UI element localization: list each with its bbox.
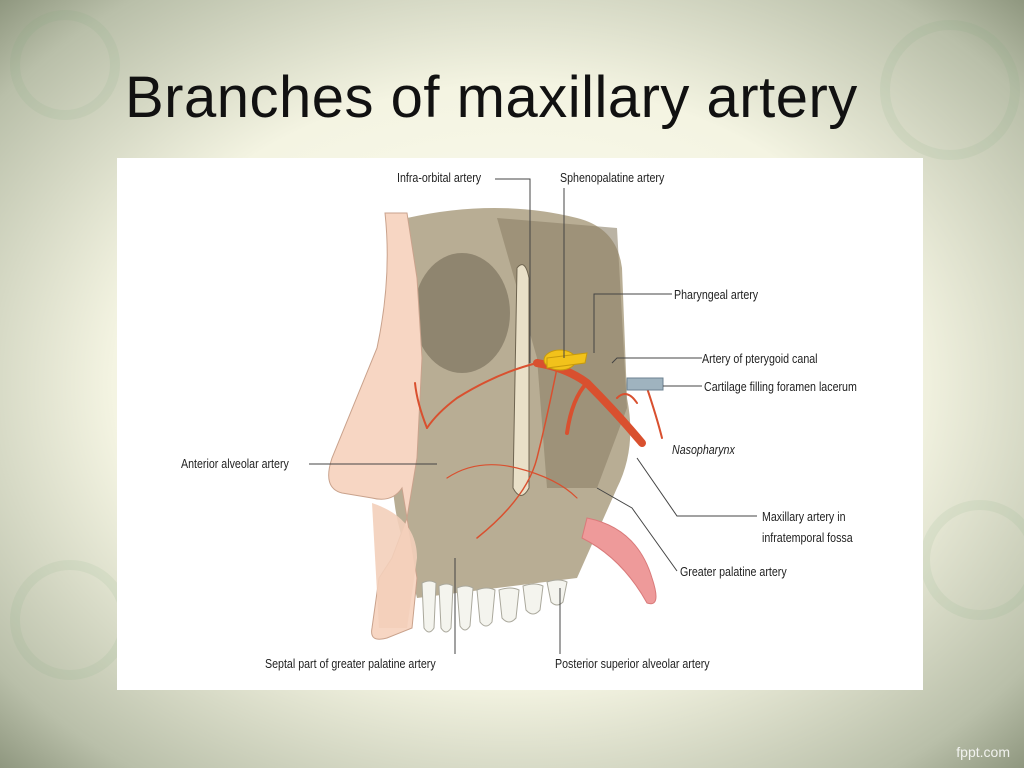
slide-title: Branches of maxillary artery xyxy=(125,65,858,130)
label-maxillary-artery-line1: Maxillary artery in xyxy=(762,509,846,524)
background-ring-decoration xyxy=(880,20,1020,160)
footer-watermark: fppt.com xyxy=(956,744,1010,760)
leader-lines xyxy=(309,178,757,654)
label-pharyngeal-artery: Pharyngeal artery xyxy=(674,287,759,302)
background-ring-decoration xyxy=(10,10,120,120)
label-nasopharynx: Nasopharynx xyxy=(672,442,735,457)
cartilage-plug xyxy=(626,377,664,391)
soft-palate-tongue xyxy=(581,517,657,605)
label-greater-palatine-artery: Greater palatine artery xyxy=(680,564,787,579)
label-anterior-alveolar-artery: Anterior alveolar artery xyxy=(181,456,289,471)
lip-skin xyxy=(372,503,417,628)
nasal-bone-strip xyxy=(512,264,530,496)
anatomy-illustration xyxy=(309,178,757,654)
nerve-ganglion xyxy=(543,349,588,371)
label-maxillary-artery-line2: infratemporal fossa xyxy=(762,530,853,545)
label-sphenopalatine-artery: Sphenopalatine artery xyxy=(560,170,665,185)
label-septal-part-greater-palatine: Septal part of greater palatine artery xyxy=(265,656,436,671)
nose-skin xyxy=(328,212,423,640)
orbit-cavity xyxy=(414,253,510,373)
background-ring-decoration xyxy=(920,500,1024,620)
anatomy-figure: Infra-orbital artery Sphenopalatine arte… xyxy=(117,158,923,690)
background-ring-decoration xyxy=(10,560,130,680)
teeth xyxy=(421,579,568,633)
label-posterior-superior-alveolar: Posterior superior alveolar artery xyxy=(555,656,710,671)
label-artery-of-pterygoid-canal: Artery of pterygoid canal xyxy=(702,351,818,366)
label-cartilage-foramen-lacerum: Cartilage filling foramen lacerum xyxy=(704,379,857,394)
label-infra-orbital-artery: Infra-orbital artery xyxy=(397,170,482,185)
